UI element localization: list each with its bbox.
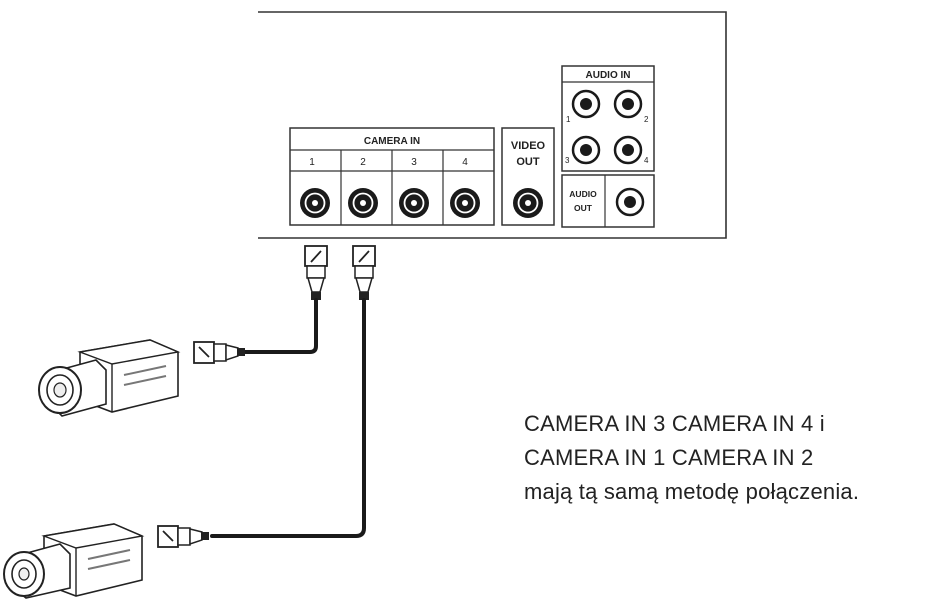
connection-note: CAMERA IN 3 CAMERA IN 4 i CAMERA IN 1 CA… (524, 407, 924, 509)
connection-note-line-1: CAMERA IN 3 CAMERA IN 4 i (524, 411, 825, 436)
bnc-plug-camera-2 (157, 525, 209, 548)
camera-channel-4: 4 (462, 157, 468, 168)
bnc-plug-channel-2 (352, 245, 376, 300)
audio-channel-1: 1 (566, 115, 571, 124)
camera-in-label: CAMERA IN (364, 136, 420, 147)
audio-out-block: AUDIO OUT (561, 174, 655, 228)
rca-jack-audio-in-2 (613, 89, 643, 119)
audio-out-label-line2: OUT (574, 203, 593, 213)
camera-in-block: CAMERA IN 1 2 3 4 (289, 127, 495, 226)
rca-jack-audio-out (615, 187, 645, 217)
video-cable-1 (238, 298, 318, 354)
audio-channel-4: 4 (644, 156, 649, 165)
rca-jack-audio-in-4 (613, 135, 643, 165)
camera-channel-1: 1 (309, 157, 315, 168)
camera-channel-2: 2 (360, 157, 366, 168)
bnc-plug-channel-1 (304, 245, 328, 300)
video-out-label-line1: VIDEO (511, 140, 546, 152)
audio-in-label: AUDIO IN (586, 70, 631, 81)
cctv-camera-1 (38, 339, 181, 417)
cctv-camera-2 (3, 523, 145, 599)
audio-out-label-line1: AUDIO (569, 189, 597, 199)
bnc-jack-camera-3 (399, 188, 429, 218)
rear-panel-outline (258, 11, 727, 239)
camera-channel-3: 3 (411, 157, 417, 168)
bnc-jack-camera-4 (450, 188, 480, 218)
video-out-label-line2: OUT (516, 156, 540, 168)
video-cable-2 (210, 298, 366, 538)
video-out-block: VIDEO OUT (501, 127, 555, 226)
connection-note-line-2: CAMERA IN 1 CAMERA IN 2 (524, 445, 814, 470)
bnc-jack-video-out (513, 188, 543, 218)
audio-channel-2: 2 (644, 115, 649, 124)
rca-jack-audio-in-3 (571, 135, 601, 165)
bnc-jack-camera-1 (300, 188, 330, 218)
connection-note-line-3: mają tą samą metodę połączenia. (524, 479, 860, 504)
rca-jack-audio-in-1 (571, 89, 601, 119)
audio-in-block: AUDIO IN 1 2 3 4 (561, 65, 655, 172)
bnc-jack-camera-2 (348, 188, 378, 218)
audio-channel-3: 3 (565, 156, 570, 165)
bnc-plug-camera-1 (193, 341, 245, 364)
